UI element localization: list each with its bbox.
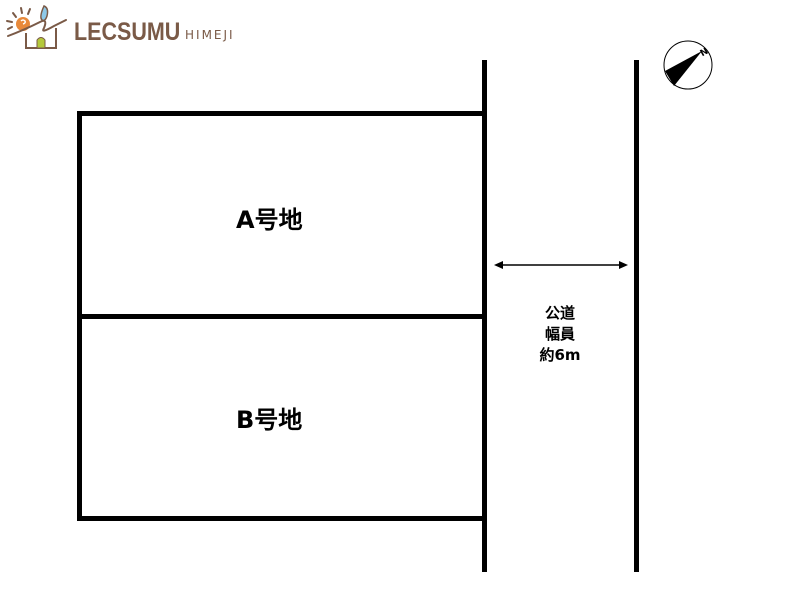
north-arrow-icon: N	[663, 40, 713, 90]
road-info: 公道 幅員 約6m	[520, 303, 600, 366]
lot-divider-boundary	[77, 314, 487, 319]
brand-logo: LECSUMU HIMEJI	[4, 4, 254, 52]
lot-top-boundary	[77, 111, 487, 116]
road-left-edge	[482, 60, 487, 572]
road-width-label: 幅員	[544, 325, 575, 343]
lot-bottom-boundary	[77, 516, 487, 521]
brand-location: HIMEJI	[185, 28, 235, 42]
brand-name: LECSUMU	[74, 18, 181, 46]
road-width-value: 約6m	[539, 346, 581, 364]
north-label: N	[699, 47, 711, 59]
road-width-arrow-icon	[494, 261, 628, 269]
road-type: 公道	[544, 304, 575, 322]
road-right-edge	[634, 60, 639, 572]
house-logo-icon	[6, 5, 67, 49]
lot-a-label: A号地	[236, 206, 303, 234]
lot-b-label: B号地	[236, 406, 303, 434]
